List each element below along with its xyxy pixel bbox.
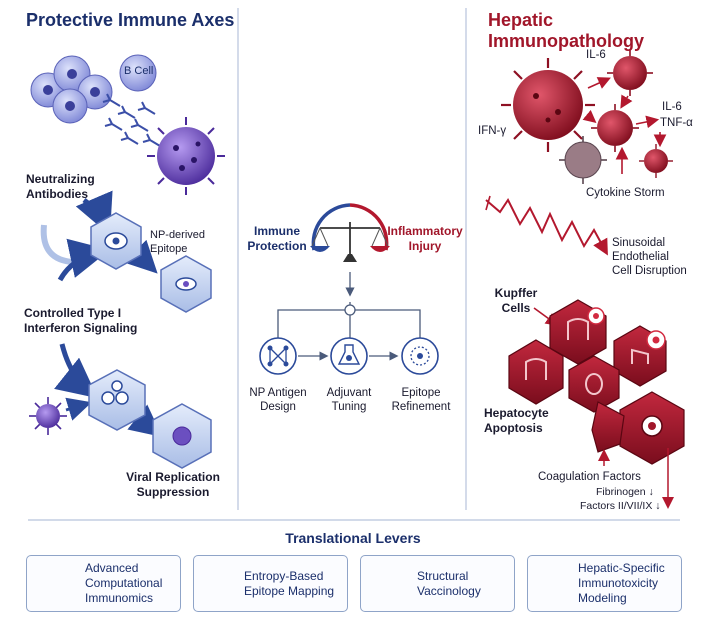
- step-label-adjuvant: Adjuvant Tuning: [326, 387, 372, 413]
- neutralizing-antibodies-label: Neutralizing Antibodies: [26, 172, 95, 201]
- ifn-label: IFN-γ: [478, 125, 507, 137]
- epitope-hexagon-2: [160, 255, 212, 313]
- step-label-np-antigen: NP Antigen Design: [249, 387, 307, 413]
- np-epitope-label: NP-derived Epitope: [150, 229, 206, 255]
- lever-label: Entropy-Based Epitope Mapping: [244, 569, 335, 598]
- step-label-epitope: Epitope Refinement: [391, 387, 451, 413]
- arrow-virus-small: [65, 397, 92, 421]
- target-icon: [401, 337, 439, 375]
- lever-hepatic-immunotoxicity: Hepatic-Specific Immunotoxicity Modeling: [527, 555, 682, 612]
- lever-label: Advanced Computational Immunomics: [85, 561, 163, 605]
- b-cell-label: B Cell: [124, 65, 154, 77]
- liver-hexagon-1: [549, 299, 607, 365]
- virus-icon: [147, 117, 225, 195]
- zigzag-tail: [485, 195, 491, 211]
- red-virus-top-icon: [607, 50, 653, 96]
- balance-scale-icon: [310, 203, 390, 262]
- il6-top-label: IL-6: [586, 49, 606, 61]
- liver-hexagon-2: [508, 339, 564, 405]
- lever-entropy-epitope-mapping: Entropy-Based Epitope Mapping: [193, 555, 348, 612]
- fibrinogen-label: Fibrinogen ↓: [596, 486, 654, 498]
- sinusoidal-disruption-zigzag: [485, 198, 608, 256]
- liver-hexagon-4: [568, 355, 620, 413]
- arrow-interferon: [54, 343, 98, 399]
- kupffer-cells-label: Kupffer Cells: [494, 286, 538, 315]
- cytokine-storm-label: Cytokine Storm: [586, 187, 665, 199]
- il6-right-label: IL-6: [662, 101, 682, 113]
- tnf-label: TNF-α: [660, 117, 693, 129]
- interferon-label: Controlled Type I Interferon Signaling: [24, 306, 138, 335]
- interferon-hexagon: [88, 369, 146, 431]
- liver-hexagon-3: [613, 325, 667, 387]
- red-virus-mid-icon: [591, 104, 639, 152]
- hepatocyte-apoptosis-label: Hepatocyte Apoptosis: [484, 406, 549, 435]
- apoptotic-hexagon: [619, 391, 685, 465]
- flask-icon: [330, 337, 368, 375]
- cytokine-arrows: [582, 77, 667, 174]
- b-cell-cluster-icon: [30, 55, 113, 124]
- immune-protection-label: Immune Protection: [247, 224, 307, 253]
- network-icon: [259, 337, 297, 375]
- lever-structural-vaccinology: Structural Vaccinology: [360, 555, 515, 612]
- lever-computational-immunomics: Advanced Computational Immunomics: [26, 555, 181, 612]
- factors-label: Factors II/VII/IX ↓: [580, 500, 661, 512]
- b-cell-icon: [119, 54, 157, 92]
- inflammatory-injury-label: Inflammatory Injury: [387, 224, 463, 253]
- suppression-hexagon: [152, 403, 212, 469]
- arrow-curve-left: [40, 224, 85, 266]
- small-virus-icon: [29, 397, 67, 435]
- right-panel-title: Hepatic Immunopathology: [488, 10, 644, 51]
- sinusoidal-label: Sinusoidal Endothelial Cell Disruption: [612, 237, 687, 277]
- lever-label: Structural Vaccinology: [417, 569, 481, 598]
- lever-label: Hepatic-Specific Immunotoxicity Modeling: [578, 561, 665, 605]
- connector-lines: [277, 272, 421, 338]
- red-virus-small-icon: [639, 144, 673, 178]
- left-panel-title: Protective Immune Axes: [26, 10, 235, 30]
- epitope-hexagon-1: [90, 212, 142, 270]
- fragmented-hexagon: [591, 401, 625, 453]
- large-red-virus-icon: [501, 58, 595, 152]
- antibody-icons: [102, 93, 161, 147]
- replication-suppression-label: Viral Replication Suppression: [126, 470, 220, 499]
- translational-levers-title: Translational Levers: [285, 530, 421, 546]
- coagulation-factors-label: Coagulation Factors: [538, 471, 641, 483]
- gray-virus-icon: [559, 136, 607, 184]
